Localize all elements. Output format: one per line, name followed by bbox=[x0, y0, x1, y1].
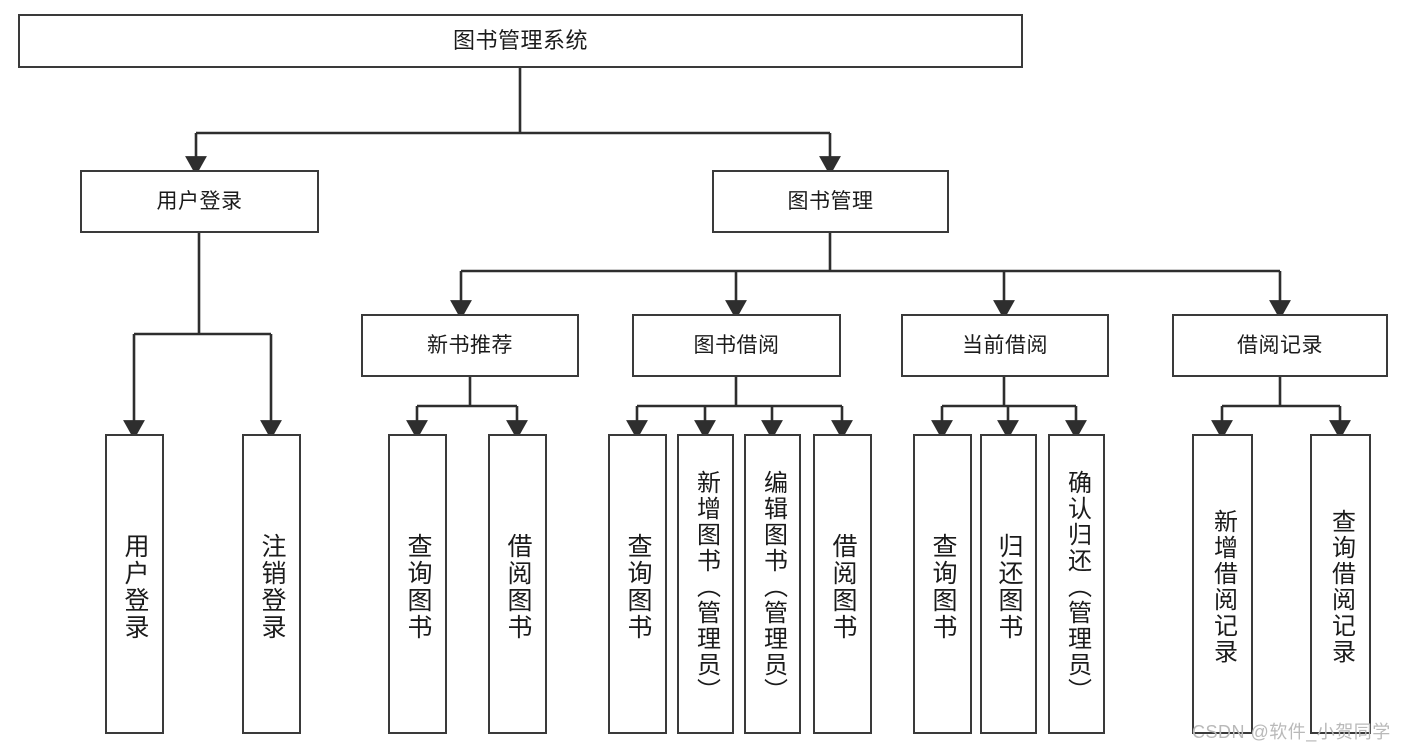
node-current-borrow-label: 当前借阅 bbox=[962, 333, 1048, 357]
leaf-query-book-1-label: 查询图书 bbox=[404, 533, 432, 641]
node-book-borrow-label: 图书借阅 bbox=[693, 333, 780, 357]
leaf-logout-login[interactable]: 注销登录 bbox=[242, 434, 301, 734]
csdn-watermark: CSDN @软件_小贺同学 bbox=[1192, 722, 1391, 742]
leaf-query-book-3[interactable]: 查询图书 bbox=[913, 434, 972, 734]
leaf-edit-book-admin-label: 编辑图书（管理员） bbox=[759, 470, 787, 704]
node-user-login-label: 用户登录 bbox=[156, 189, 243, 213]
node-new-book-recommend[interactable]: 新书推荐 bbox=[361, 314, 579, 377]
node-user-login[interactable]: 用户登录 bbox=[80, 170, 319, 233]
node-borrow-record-label: 借阅记录 bbox=[1237, 333, 1323, 357]
node-current-borrow[interactable]: 当前借阅 bbox=[901, 314, 1109, 377]
leaf-add-book-admin[interactable]: 新增图书（管理员） bbox=[677, 434, 734, 734]
leaf-borrow-book-2[interactable]: 借阅图书 bbox=[813, 434, 872, 734]
leaf-add-book-admin-label: 新增图书（管理员） bbox=[692, 470, 720, 704]
node-root-label: 图书管理系统 bbox=[452, 27, 588, 53]
leaf-query-book-2[interactable]: 查询图书 bbox=[608, 434, 667, 734]
leaf-add-borrow-record-label: 新增借阅记录 bbox=[1209, 509, 1237, 665]
leaf-return-book[interactable]: 归还图书 bbox=[980, 434, 1037, 734]
leaf-logout-login-label: 注销登录 bbox=[258, 533, 286, 641]
leaf-query-borrow-record[interactable]: 查询借阅记录 bbox=[1310, 434, 1371, 734]
leaf-user-login[interactable]: 用户登录 bbox=[105, 434, 164, 734]
leaf-user-login-label: 用户登录 bbox=[121, 533, 149, 641]
node-new-book-recommend-label: 新书推荐 bbox=[427, 333, 513, 357]
leaf-query-book-3-label: 查询图书 bbox=[929, 533, 957, 641]
leaf-edit-book-admin[interactable]: 编辑图书（管理员） bbox=[744, 434, 801, 734]
leaf-return-book-label: 归还图书 bbox=[995, 533, 1023, 641]
leaf-borrow-book-1[interactable]: 借阅图书 bbox=[488, 434, 547, 734]
node-book-manage[interactable]: 图书管理 bbox=[712, 170, 949, 233]
leaf-borrow-book-1-label: 借阅图书 bbox=[504, 533, 532, 641]
node-book-manage-label: 图书管理 bbox=[787, 189, 874, 213]
leaf-confirm-return-admin-label: 确认归还（管理员） bbox=[1063, 470, 1091, 704]
node-root[interactable]: 图书管理系统 bbox=[18, 14, 1023, 68]
leaf-add-borrow-record[interactable]: 新增借阅记录 bbox=[1192, 434, 1253, 734]
node-book-borrow[interactable]: 图书借阅 bbox=[632, 314, 841, 377]
leaf-query-borrow-record-label: 查询借阅记录 bbox=[1327, 509, 1355, 665]
node-borrow-record[interactable]: 借阅记录 bbox=[1172, 314, 1388, 377]
leaf-confirm-return-admin[interactable]: 确认归还（管理员） bbox=[1048, 434, 1105, 734]
leaf-query-book-1[interactable]: 查询图书 bbox=[388, 434, 447, 734]
leaf-query-book-2-label: 查询图书 bbox=[624, 533, 652, 641]
leaf-borrow-book-2-label: 借阅图书 bbox=[829, 533, 857, 641]
